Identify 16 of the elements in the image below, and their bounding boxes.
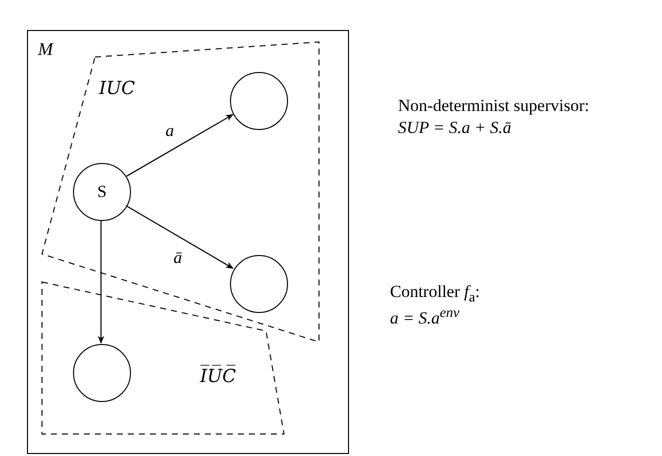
- state-label: S: [97, 182, 107, 202]
- arrow: [126, 205, 234, 269]
- state-circle: [73, 163, 131, 221]
- arrow: [98, 220, 104, 344]
- region-label: I̅U̅C̅: [200, 366, 236, 387]
- state-circle: [73, 344, 131, 402]
- region-label: IUC: [99, 78, 136, 99]
- formula: a = S.a$^{env}$: [390, 305, 460, 329]
- formula: SUP = S.a + S.ā: [398, 118, 512, 138]
- state-circle: [230, 72, 288, 130]
- state-circle: [230, 255, 288, 313]
- note-text: Non-determinist supervisor:: [398, 96, 590, 116]
- arrow: [126, 114, 234, 177]
- model-frame: [27, 30, 349, 454]
- frame-label: M: [38, 39, 53, 60]
- note-text: Controller f$_{a}$:: [390, 282, 480, 306]
